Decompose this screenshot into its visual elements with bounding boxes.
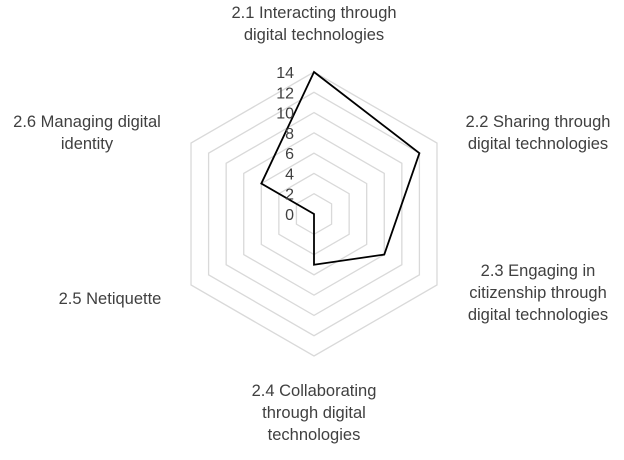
axis-label-4-line-2: through digital [262, 404, 366, 422]
tick-label-14: 14 [276, 65, 294, 82]
axis-label-5-line-1: 2.5 Netiquette [59, 290, 162, 308]
tick-label-8: 8 [285, 126, 294, 143]
axis-label-2-line-2: digital technologies [468, 135, 608, 153]
tick-label-0: 0 [285, 207, 294, 224]
grid-ring-10 [225, 111, 403, 317]
tick-label-12: 12 [276, 85, 294, 102]
axis-label-6-line-1: 2.6 Managing digital [13, 113, 161, 131]
axis-label-1-line-1: 2.1 Interacting through [231, 4, 396, 22]
axis-label-1-line-2: digital technologies [244, 26, 384, 44]
axis-label-2: 2.2 Sharing through digital technologies [466, 113, 611, 153]
axis-label-3: 2.3 Engaging in citizenship through digita… [468, 262, 608, 324]
axis-label-3-line-2: citizenship through [469, 284, 607, 302]
tick-label-10: 10 [276, 106, 294, 123]
tick-label-2: 2 [285, 187, 294, 204]
tick-label-4: 4 [285, 166, 294, 183]
series-layer [260, 70, 421, 266]
axis-label-3-line-3: digital technologies [468, 306, 608, 324]
series-line-0 [260, 70, 421, 266]
axis-label-6: 2.6 Managing digital identity [13, 113, 161, 153]
grid-ring-14 [190, 71, 438, 357]
axis-label-4-line-3: technologies [268, 426, 361, 444]
axis-label-3-line-1: 2.3 Engaging in [481, 262, 596, 280]
axis-label-1: 2.1 Interacting through digital technolog… [231, 4, 396, 44]
axis-label-6-line-2: identity [61, 135, 114, 153]
grid-ring-8 [243, 132, 385, 296]
tick-layer: 0 2 4 6 8 10 12 14 [276, 65, 294, 224]
axis-label-4-line-1: 2.4 Collaborating [252, 382, 377, 400]
axis-label-layer: 2.1 Interacting through digital technolog… [13, 4, 610, 444]
axis-label-2-line-1: 2.2 Sharing through [466, 113, 611, 131]
axis-label-5: 2.5 Netiquette [59, 290, 162, 308]
tick-label-6: 6 [285, 146, 294, 163]
axis-label-4: 2.4 Collaborating through digital technolo… [252, 382, 377, 444]
